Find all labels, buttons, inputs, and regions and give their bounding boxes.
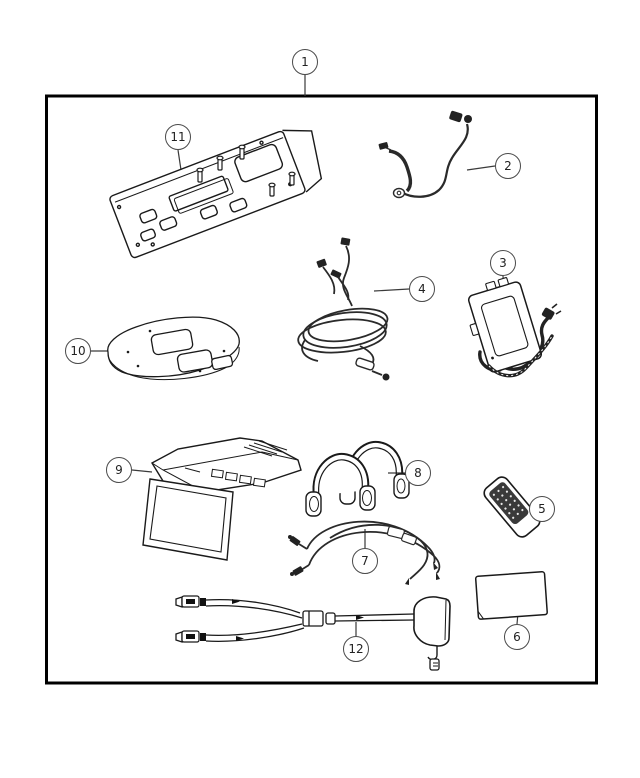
callout-12: 12 (343, 636, 369, 662)
callout-7: 7 (352, 548, 378, 574)
callout-6: 6 (504, 624, 530, 650)
diagram-border (45, 94, 598, 685)
headphones-drawing (305, 440, 410, 517)
callout-8: 8 (405, 460, 431, 486)
mounting-bracket-drawing (109, 129, 323, 259)
callout-5: 5 (529, 496, 555, 522)
remote-control-drawing (483, 476, 541, 538)
instruction-card-drawing (474, 571, 548, 620)
callout-9: 9 (106, 457, 132, 483)
callout-10: 10 (65, 338, 91, 364)
callout-4: 4 (409, 276, 435, 302)
jumper-harness-drawing (288, 520, 441, 585)
receiver-module-drawing (467, 277, 562, 378)
wiring-harness-drawing (378, 110, 472, 199)
av-cable-drawing (175, 595, 451, 671)
overhead-monitor-drawing (142, 437, 302, 561)
callout-2: 2 (495, 153, 521, 179)
cable-assembly-drawing (297, 237, 390, 381)
console-housing-drawing (107, 316, 240, 381)
callout-3: 3 (490, 250, 516, 276)
callout-1: 1 (292, 49, 318, 75)
callout-11: 11 (165, 124, 191, 150)
